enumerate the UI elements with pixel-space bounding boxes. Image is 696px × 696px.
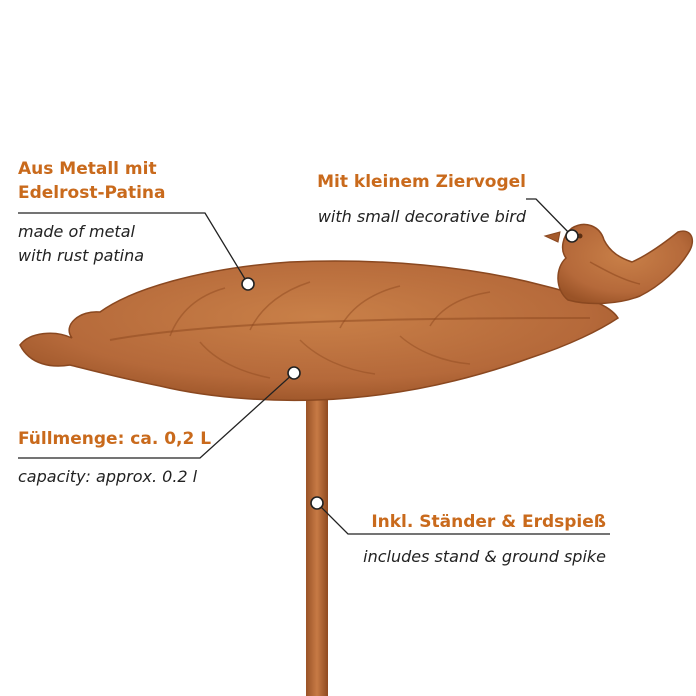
leaf-bowl — [19, 260, 620, 402]
bird-sub: with small decorative bird — [317, 207, 526, 226]
metal-sub: made of metal with rust patina — [18, 222, 145, 265]
marker-capacity — [287, 366, 301, 380]
leader-line-capacity — [18, 372, 295, 459]
leader-line-stand — [316, 502, 610, 535]
marker-stand — [310, 496, 324, 510]
stand-sub: includes stand & ground spike — [363, 547, 606, 566]
leader-line-metal — [18, 212, 249, 285]
marker-bird — [565, 229, 579, 243]
decorative-bird — [543, 223, 694, 305]
leader-line-bird — [526, 198, 573, 237]
capacity-sub: capacity: approx. 0.2 l — [18, 467, 198, 486]
bird-heading: Mit kleinem Ziervogel — [317, 172, 526, 192]
metal-heading: Aus Metall mit Edelrost-Patina — [18, 159, 166, 203]
ground-stake — [306, 392, 328, 696]
marker-metal — [241, 277, 255, 291]
stand-heading: Inkl. Ständer & Erdspieß — [371, 512, 606, 532]
capacity-heading: Füllmenge: ca. 0,2 L — [18, 429, 212, 449]
